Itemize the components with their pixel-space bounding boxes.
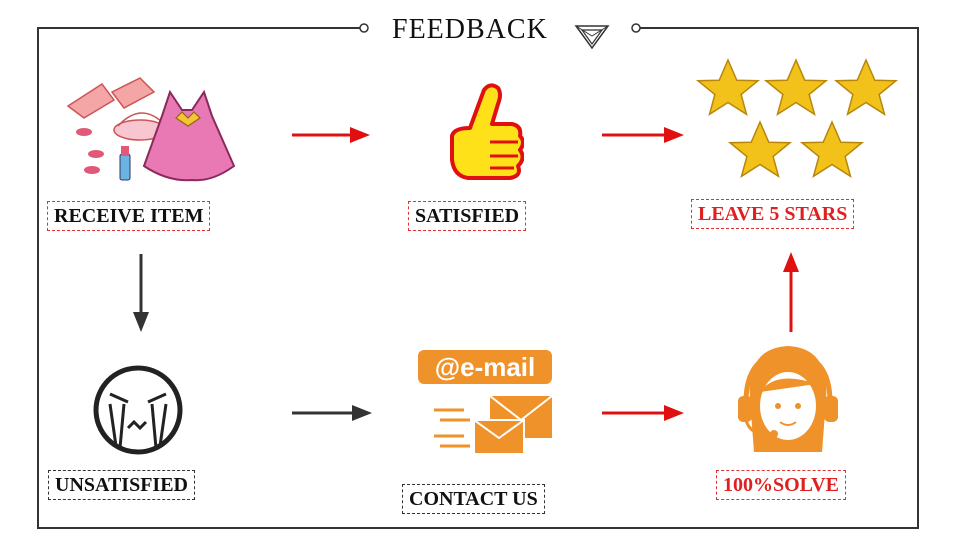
arrow-receive-to-satisfied (292, 127, 370, 143)
clothes-shoes-illustration (66, 77, 236, 182)
arrow-solve-to-stars (783, 252, 799, 332)
contact-us-label: CONTACT US (402, 484, 545, 514)
arrow-unsatisfied-to-contact (292, 405, 372, 421)
arrow-receive-to-unsatisfied (133, 254, 149, 332)
five-stars-icon (697, 59, 897, 178)
page-title: FEEDBACK (392, 14, 548, 45)
thumbs-up-icon (450, 83, 524, 180)
receive-item-label: RECEIVE ITEM (47, 201, 211, 231)
satisfied-label: SATISFIED (408, 201, 527, 231)
arrow-satisfied-to-stars (602, 127, 684, 143)
title-left-ornament (359, 23, 369, 33)
email-icon (434, 395, 553, 455)
crying-face-icon (93, 365, 183, 455)
solve-label: 100%SOLVE (716, 470, 846, 500)
email-badge-text: @e-mail (434, 352, 536, 382)
title-right-ornament (631, 23, 641, 33)
unsatisfied-label: UNSATISFIED (48, 470, 195, 500)
headset-agent-icon (738, 346, 838, 452)
arrow-contact-to-solve (602, 405, 684, 421)
leave-5-stars-label: LEAVE 5 STARS (691, 199, 855, 229)
email-badge: @e-mail (418, 350, 552, 384)
triangle-logo-icon (574, 25, 610, 50)
